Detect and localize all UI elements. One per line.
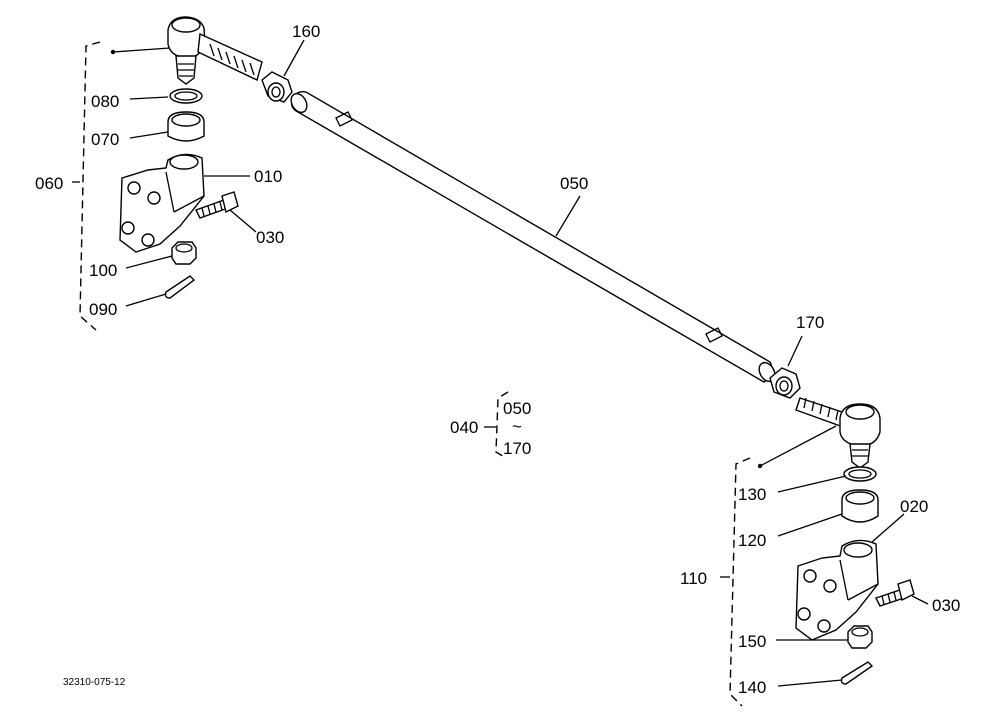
label-030-left: 030 — [256, 228, 284, 247]
label-060: 060 — [35, 174, 63, 193]
label-170: 170 — [796, 313, 824, 332]
label-070: 070 — [91, 130, 119, 149]
label-100: 100 — [89, 261, 117, 280]
part-080-ring — [169, 88, 203, 104]
label-010: 010 — [254, 167, 282, 186]
part-120-boot — [841, 489, 879, 523]
part-140-cotter-pin — [840, 661, 874, 685]
label-090: 090 — [89, 300, 117, 319]
part-030-bolt-right — [875, 579, 915, 607]
label-160: 160 — [292, 22, 320, 41]
drawing-number: 32310-075-12 — [63, 677, 126, 688]
part-170-nut — [769, 335, 803, 399]
label-range-from: 050 — [503, 399, 531, 418]
part-150-nut — [847, 625, 873, 649]
label-040: 040 — [450, 418, 478, 437]
part-010-bracket — [119, 153, 205, 253]
label-110: 110 — [680, 569, 707, 588]
left-assembly-group — [72, 16, 263, 331]
part-050-rod — [290, 90, 776, 383]
label-150: 150 — [738, 632, 766, 651]
part-100-nut — [171, 241, 197, 265]
label-140: 140 — [738, 678, 766, 697]
tie-rod-end-left — [167, 16, 263, 85]
label-120: 120 — [738, 531, 766, 550]
label-080: 080 — [91, 92, 119, 111]
label-range-tilde: ~ — [512, 417, 522, 436]
part-130-ring — [843, 466, 877, 482]
part-090-cotter-pin — [164, 275, 196, 299]
label-130: 130 — [738, 485, 766, 504]
label-030-right: 030 — [932, 596, 960, 615]
part-070-boot — [167, 111, 205, 142]
part-020-bracket — [795, 539, 879, 641]
label-050: 050 — [560, 174, 588, 193]
part-160-nut — [261, 39, 305, 103]
bracket-060 — [79, 41, 101, 331]
range-040-group — [484, 391, 509, 459]
label-range-to: 170 — [503, 439, 531, 458]
right-assembly-group — [720, 397, 929, 707]
label-020: 020 — [900, 497, 928, 516]
bracket-110 — [729, 457, 751, 707]
tie-rod-end-right — [795, 397, 881, 469]
part-030-bolt-left — [195, 191, 239, 219]
